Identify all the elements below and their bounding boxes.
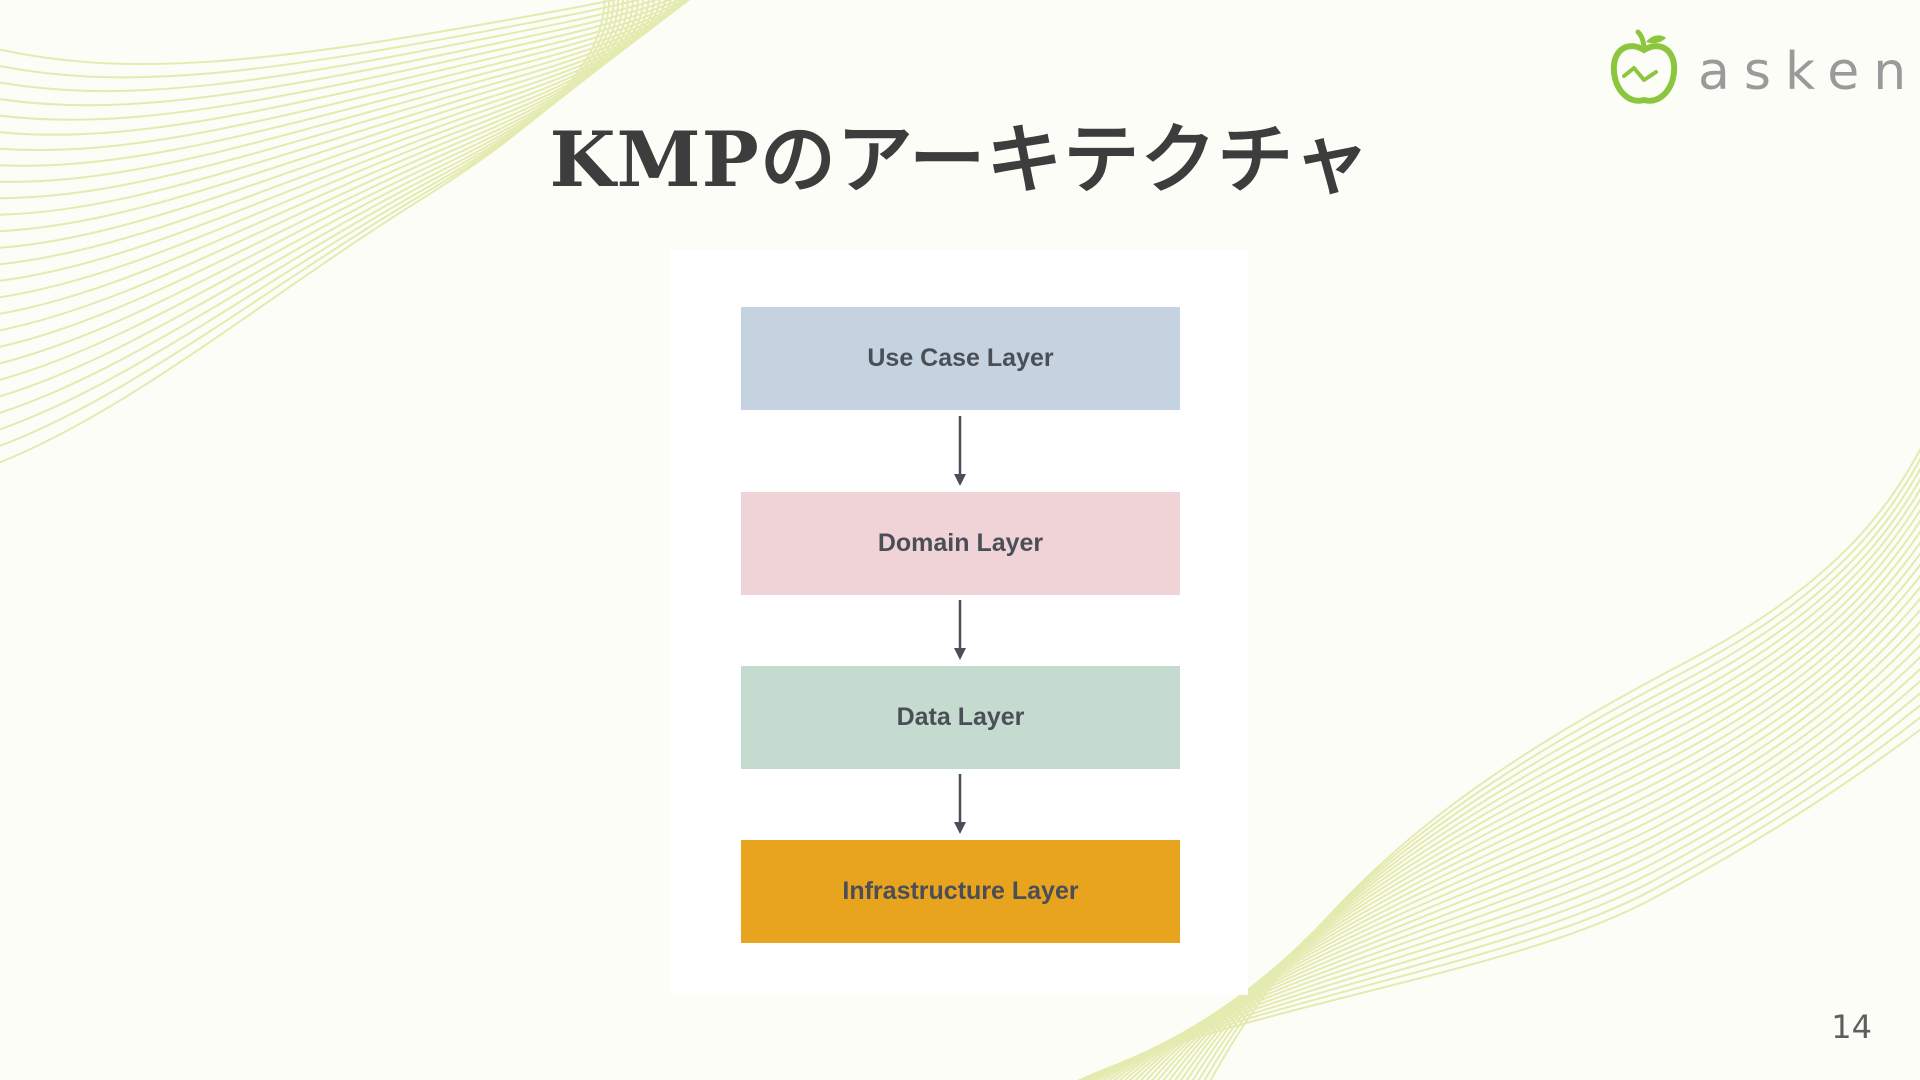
- architecture-diagram: Use Case Layer Domain Layer Data Layer I…: [670, 250, 1248, 995]
- domain-layer-box: Domain Layer: [741, 492, 1180, 595]
- logo-text: asken: [1698, 42, 1920, 102]
- data-layer-box: Data Layer: [741, 666, 1180, 769]
- layer-label: Use Case Layer: [867, 344, 1054, 372]
- arrow-down-icon: [954, 600, 966, 660]
- slide-title: KMPのアーキテクチャ: [549, 115, 1371, 204]
- apple-icon: [1610, 29, 1678, 104]
- layer-label: Domain Layer: [877, 529, 1044, 557]
- arrow-down-icon: [954, 774, 966, 834]
- asken-logo: asken: [1608, 28, 1908, 108]
- layer-label: Infrastructure Layer: [842, 877, 1079, 905]
- layer-label: Data Layer: [896, 703, 1025, 731]
- use-case-layer-box: Use Case Layer: [741, 307, 1180, 410]
- infrastructure-layer-box: Infrastructure Layer: [741, 840, 1180, 943]
- arrow-down-icon: [954, 416, 966, 486]
- page-number: 14: [1831, 1008, 1872, 1046]
